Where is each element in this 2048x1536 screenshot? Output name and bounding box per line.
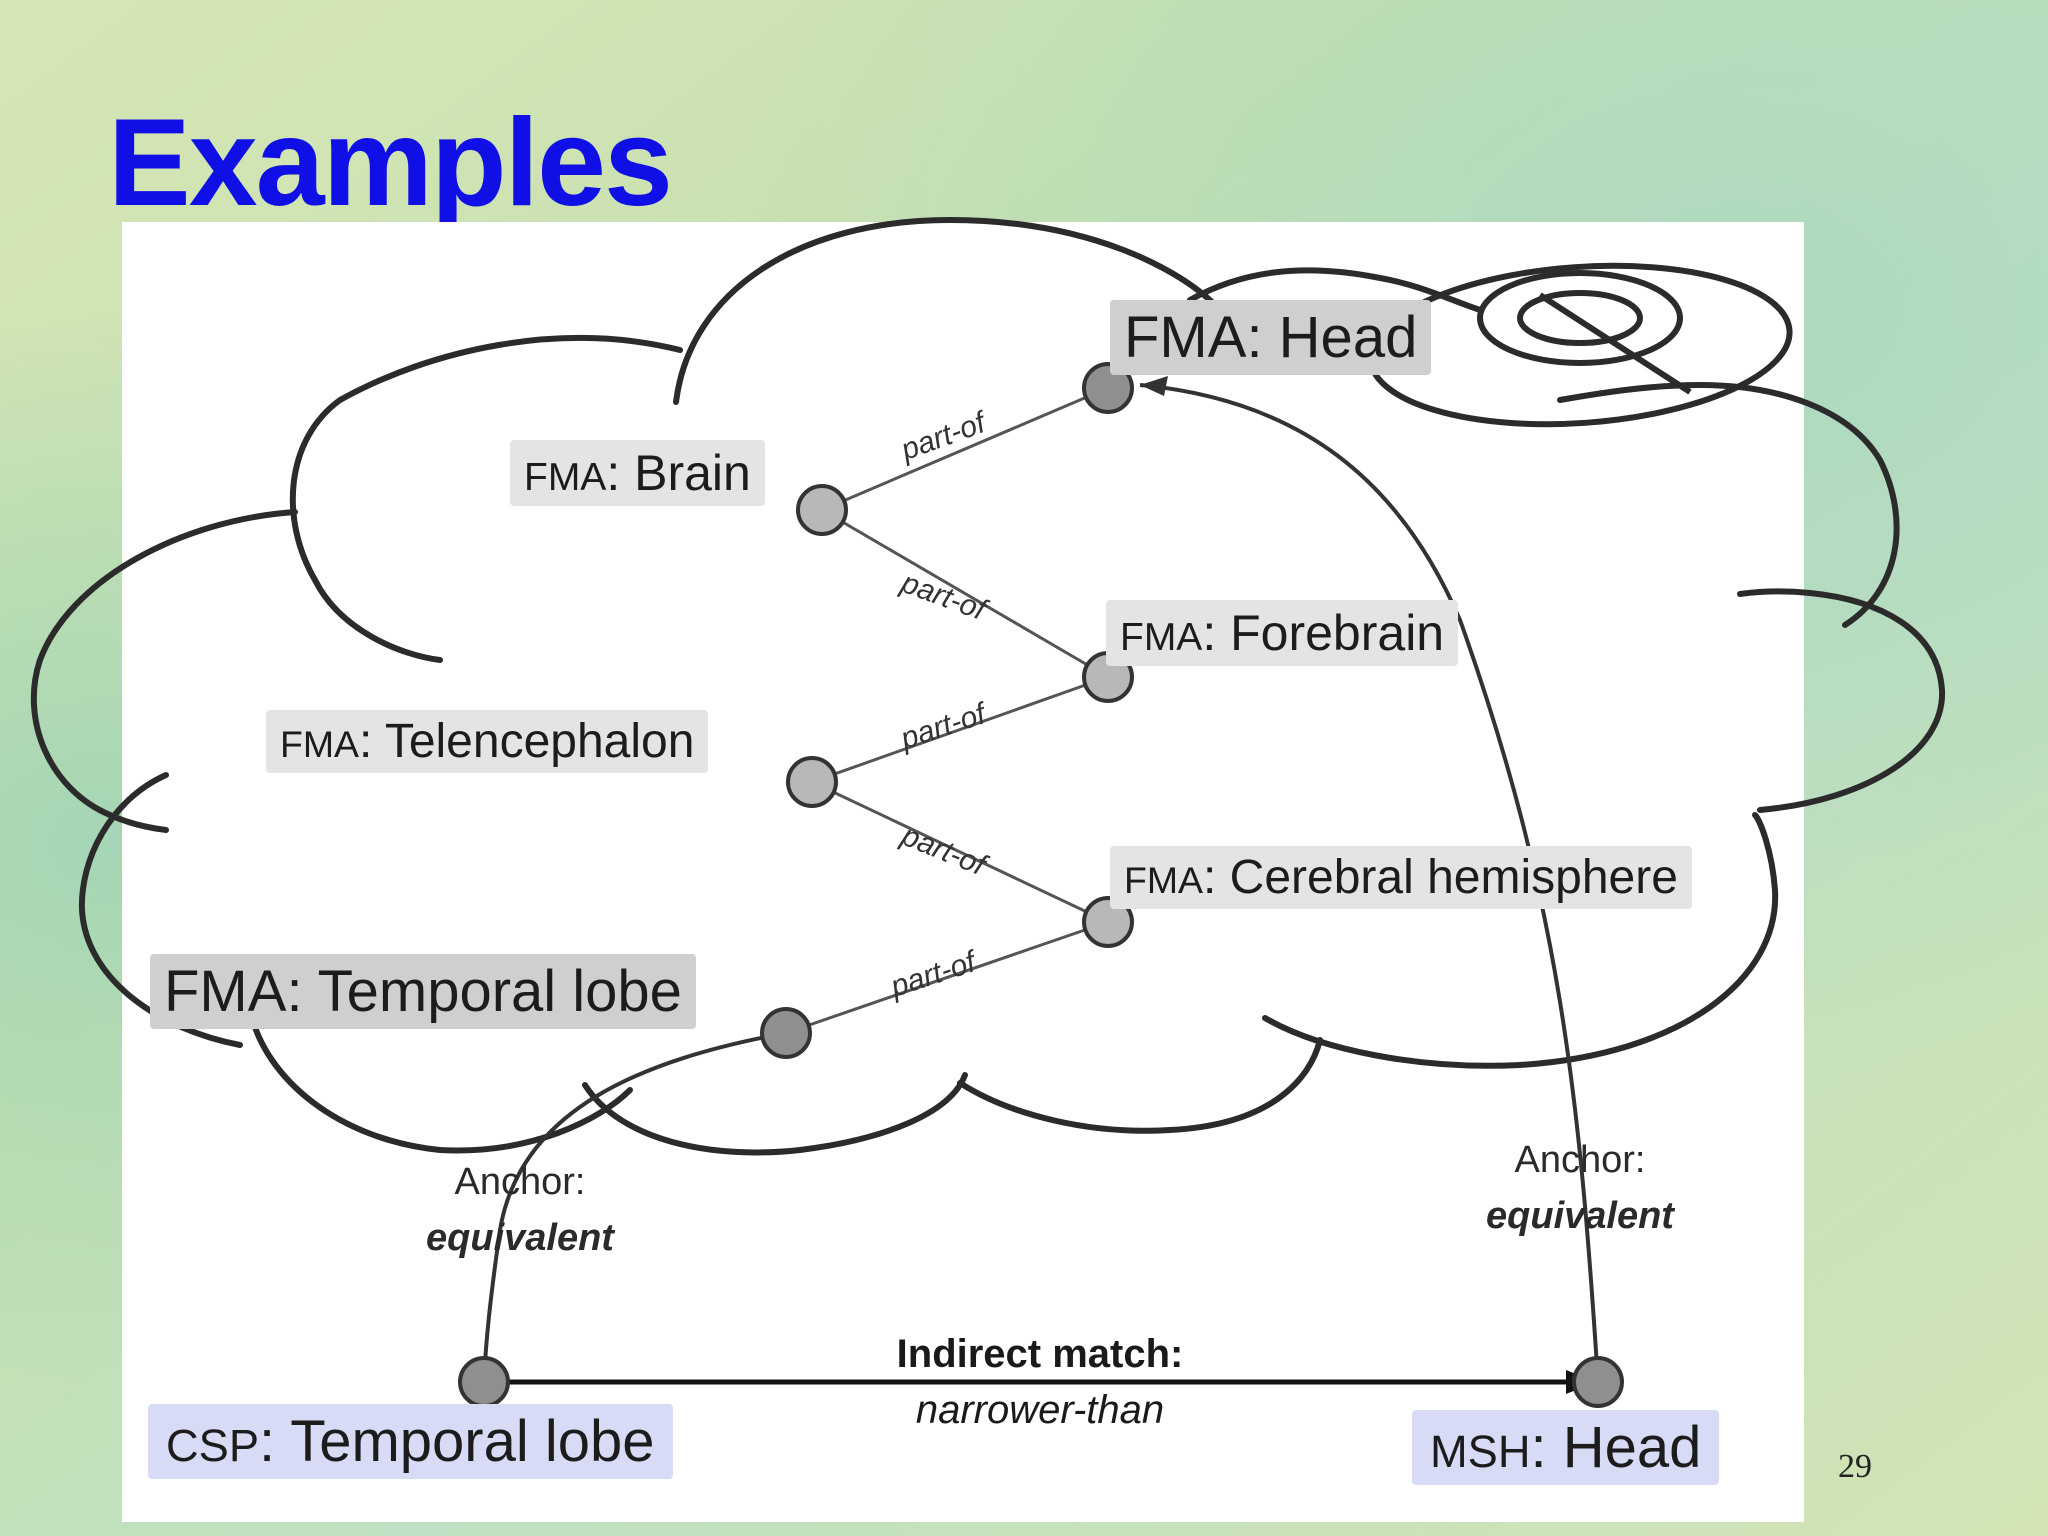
anchor-label-text: Anchor:	[1514, 1139, 1646, 1181]
anchor-edges	[482, 383, 1600, 1383]
edge-anchor-left	[482, 1031, 787, 1381]
part-of-edges	[785, 386, 1109, 1035]
edge-anchor-right	[1139, 383, 1600, 1383]
cloud-arc-upper-right	[1557, 381, 1900, 628]
node-prefix: FMA	[524, 456, 607, 499]
anchor-label-text: Anchor:	[454, 1161, 586, 1203]
cloud-arc-top	[673, 216, 1218, 405]
node-name: Head	[1278, 305, 1418, 370]
cloud-arc-right	[1737, 588, 1946, 813]
edge-telencephalon-forebrain	[811, 675, 1109, 784]
cloud-outline	[30, 216, 1946, 1156]
node-name: Telencephalon	[384, 715, 695, 768]
node-dot-temporal-lobe	[760, 1007, 812, 1059]
node-dot-telencephalon	[786, 756, 838, 808]
node-label-fma-cerebral-hemisphere: FMA: Cerebral hemisphere	[1110, 846, 1692, 909]
node-prefix: MSH	[1430, 1426, 1531, 1477]
edge-telencephalon-hemisphere	[811, 780, 1109, 924]
node-name: Forebrain	[1230, 605, 1445, 661]
cloud-arc-bottom-right	[1262, 812, 1779, 1069]
cloud-arc-topright	[1187, 267, 1483, 313]
node-label-msh-head: MSH: Head	[1412, 1410, 1720, 1485]
cloud-arc-bottom-left	[247, 1007, 633, 1154]
node-label-fma-head: FMA: Head	[1110, 300, 1432, 375]
indirect-match-label: Indirect match: narrower-than	[830, 1326, 1250, 1438]
indirect-match-relation: narrower-than	[915, 1388, 1165, 1432]
cloud-arc-bottom-mid	[582, 1072, 968, 1156]
node-dots	[458, 362, 1624, 1408]
node-dot-head	[1082, 362, 1134, 414]
node-dot-cerebral-hemisphere	[1082, 896, 1134, 948]
cloud-arc-upper-left	[289, 335, 683, 663]
cloud-arc-left	[30, 509, 298, 833]
node-prefix: FMA	[1120, 616, 1203, 659]
node-dot-brain	[796, 484, 848, 536]
anchor-label-right: Anchor: equivalent	[1420, 1132, 1740, 1244]
anchor-relation: equivalent	[1486, 1195, 1674, 1237]
node-label-csp-temporal-lobe: CSP: Temporal lobe	[148, 1404, 673, 1479]
edge-brain-head	[821, 386, 1109, 512]
node-prefix: FMA	[280, 723, 359, 765]
slide-title: Examples	[108, 94, 673, 232]
node-dot-csp-temporal-lobe	[458, 1356, 510, 1408]
node-label-fma-brain: FMA: Brain	[510, 440, 765, 506]
node-prefix: FMA	[1124, 859, 1203, 901]
node-prefix: FMA	[1124, 305, 1247, 370]
node-label-fma-forebrain: FMA: Forebrain	[1106, 600, 1459, 666]
node-prefix: FMA	[164, 959, 287, 1024]
arrowhead-head	[1140, 376, 1168, 396]
node-name: Head	[1562, 1415, 1702, 1480]
anchor-label-left: Anchor: equivalent	[360, 1154, 680, 1266]
node-name: Brain	[634, 445, 751, 501]
edge-brain-forebrain	[821, 508, 1109, 679]
node-label-fma-telencephalon: FMA: Telencephalon	[266, 710, 709, 773]
edge-temporal-hemisphere	[785, 920, 1109, 1035]
indirect-match-title: Indirect match:	[896, 1332, 1184, 1376]
node-name: Temporal lobe	[317, 959, 682, 1024]
page-number: 29	[1838, 1448, 1872, 1485]
node-label-fma-temporal-lobe: FMA: Temporal lobe	[150, 954, 696, 1029]
node-name: Cerebral hemisphere	[1229, 851, 1678, 904]
cloud-arc-bottom	[957, 1037, 1323, 1134]
node-dot-msh-head	[1572, 1356, 1624, 1408]
node-name: Temporal lobe	[290, 1409, 655, 1474]
anchor-relation: equivalent	[426, 1217, 614, 1259]
node-prefix: CSP	[166, 1420, 260, 1471]
